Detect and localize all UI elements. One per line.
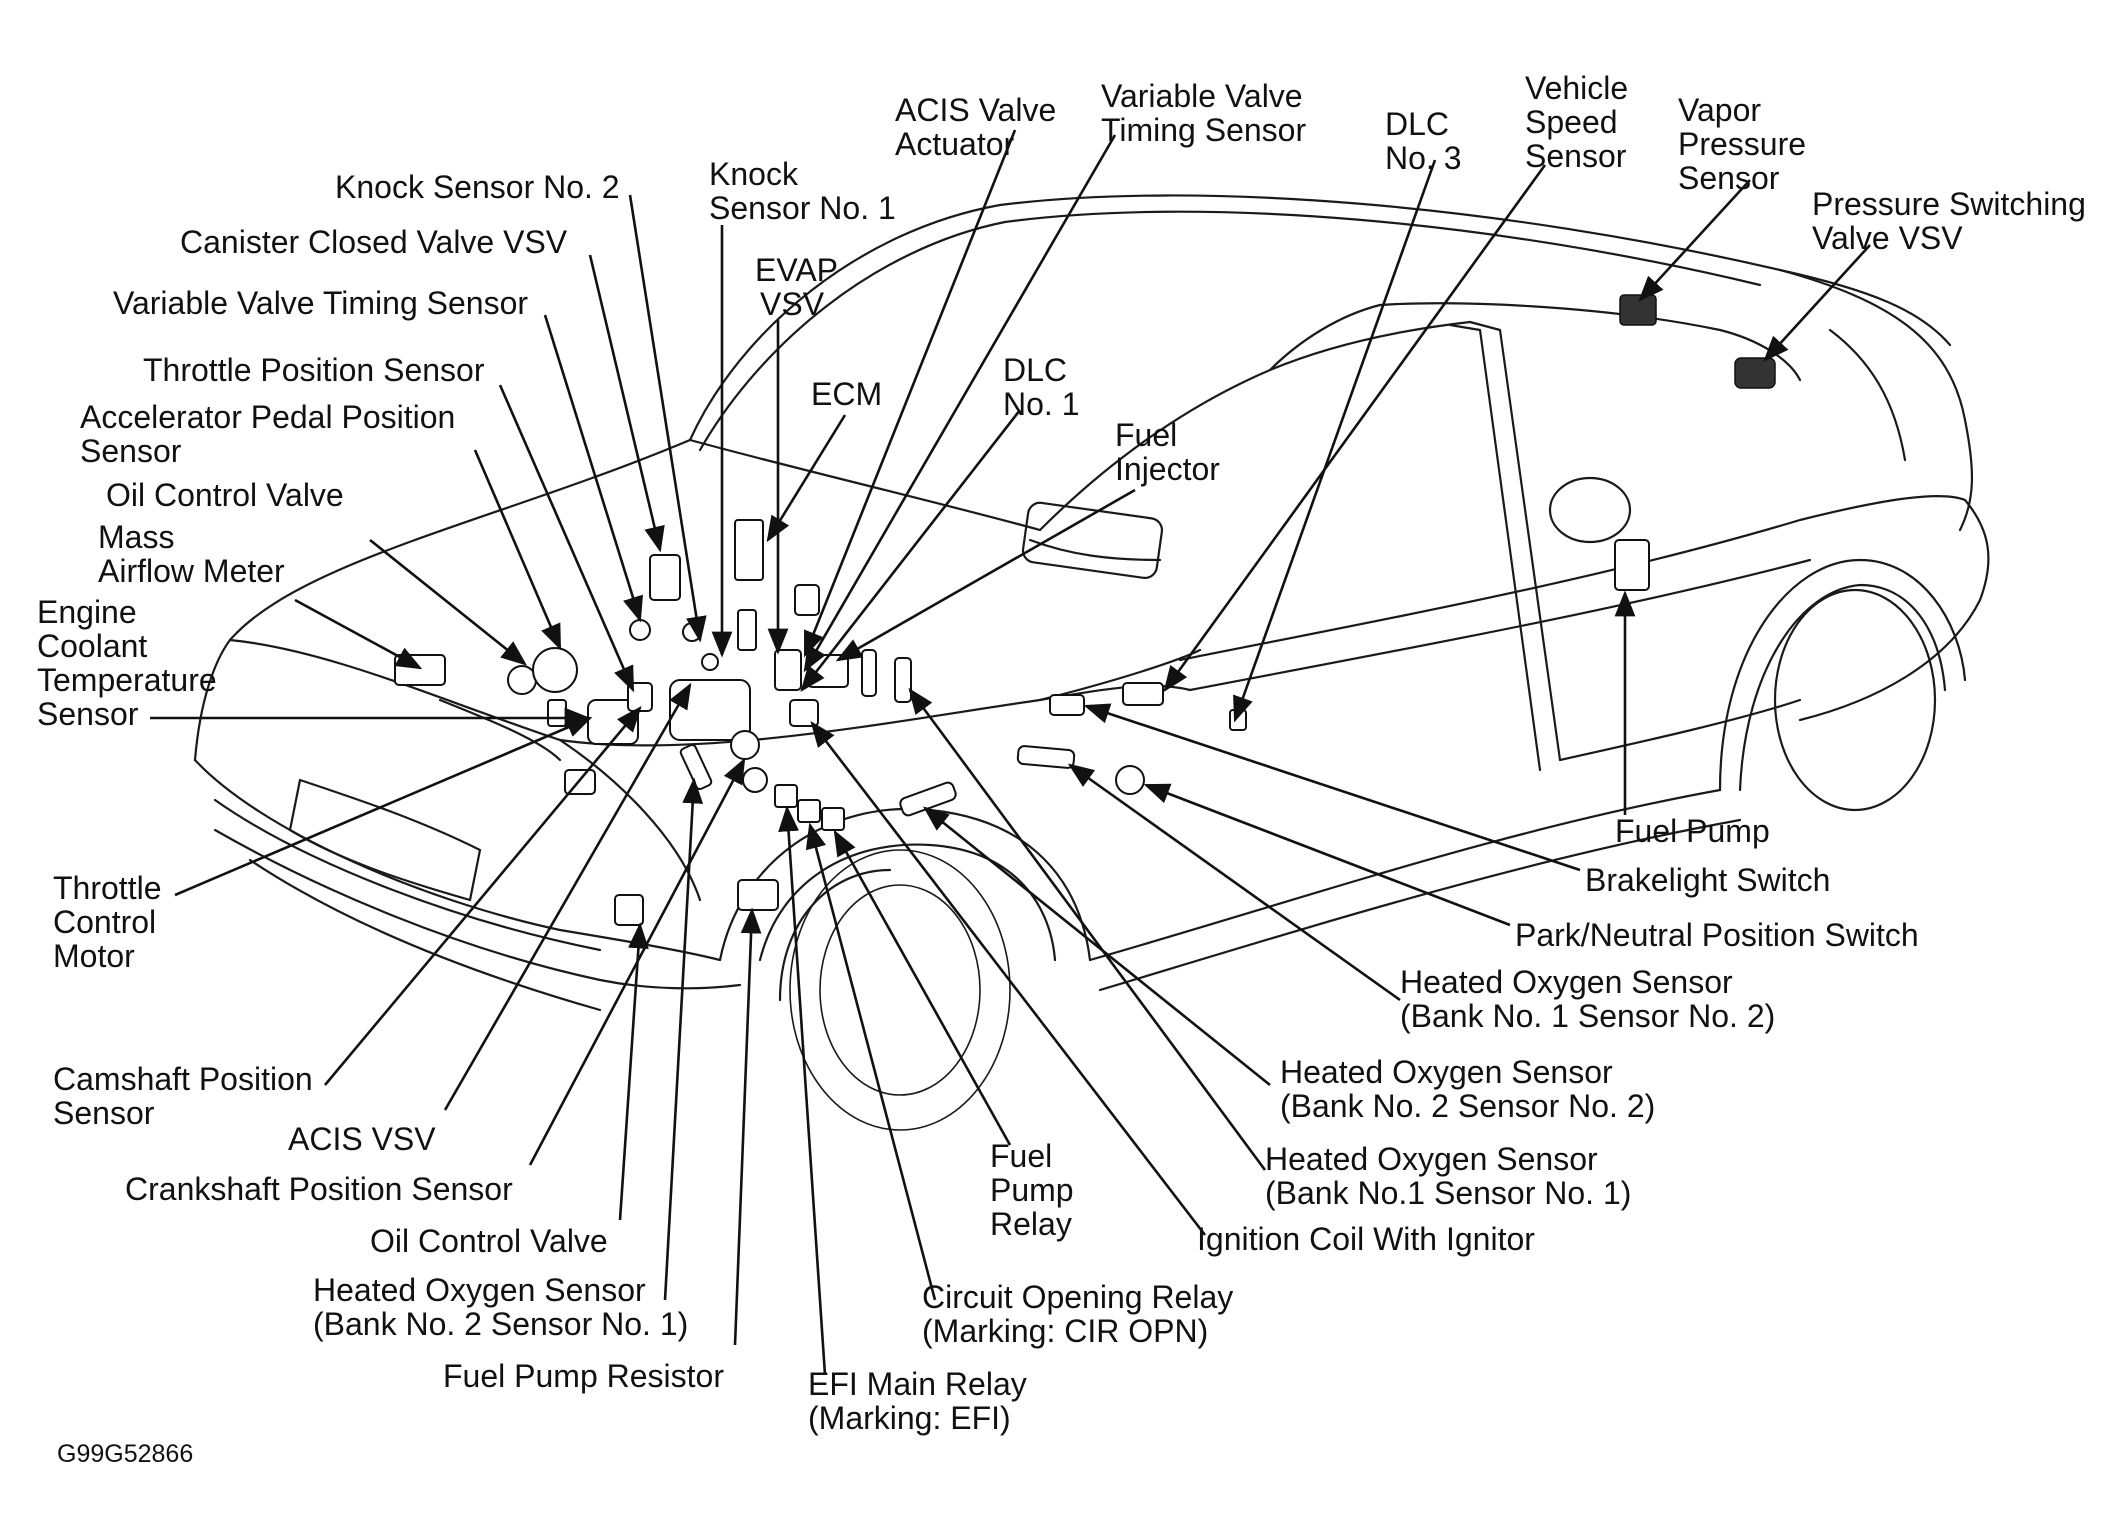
camshaft-position-sensor-part xyxy=(730,730,760,760)
label-hos-b2s1: Heated Oxygen Sensor (Bank No. 2 Sensor … xyxy=(313,1272,688,1342)
hos-b2s1-part xyxy=(679,743,713,791)
label-efi-main-relay: EFI Main Relay (Marking: EFI) xyxy=(808,1366,1036,1436)
label-acis-valve-actuator: ACIS Valve Actuator xyxy=(895,92,1065,162)
figure-id: G99G52866 xyxy=(57,1440,193,1468)
canister-closed-vsv-part xyxy=(649,554,681,601)
label-vvt-sensor-top: Variable Valve Timing Sensor xyxy=(1101,78,1311,148)
label-fuel-injector: Fuel Injector xyxy=(1115,417,1220,487)
crankshaft-position-sensor-part xyxy=(742,767,768,793)
vapor-pressure-sensor-part xyxy=(1619,294,1657,326)
label-hos-b1s1: Heated Oxygen Sensor (Bank No.1 Sensor N… xyxy=(1265,1141,1631,1211)
label-knock-sensor-2: Knock Sensor No. 2 xyxy=(335,169,620,205)
car-body-outline xyxy=(193,194,1990,1131)
label-circuit-opening-relay: Circuit Opening Relay (Marking: CIR OPN) xyxy=(922,1279,1242,1349)
label-vehicle-speed-sensor: Vehicle Speed Sensor xyxy=(1525,70,1637,174)
efi-main-relay-part xyxy=(774,784,798,808)
fuel-injector-part xyxy=(861,649,877,697)
label-crankshaft-position-sensor: Crankshaft Position Sensor xyxy=(125,1171,513,1207)
label-acis-vsv: ACIS VSV xyxy=(288,1121,436,1157)
label-ecm: ECM xyxy=(811,376,882,412)
label-canister-closed-vsv: Canister Closed Valve VSV xyxy=(180,224,568,260)
fuel-pump-relay-part xyxy=(821,807,845,831)
label-oil-control-valve-top: Oil Control Valve xyxy=(106,477,344,513)
fuel-pump-part xyxy=(1614,539,1650,591)
engine-coolant-sensor-part xyxy=(547,699,567,727)
label-oil-control-valve-bottom: Oil Control Valve xyxy=(370,1223,608,1259)
dlc1-part xyxy=(807,654,849,688)
label-fuel-pump-relay: Fuel Pump Relay xyxy=(990,1138,1082,1242)
fuel-pump-resistor-part xyxy=(737,879,779,911)
brakelight-switch-part xyxy=(1049,694,1085,716)
ecm-part xyxy=(734,519,764,581)
pressure-switching-vsv-part xyxy=(1734,357,1776,389)
intake-plenum-part xyxy=(669,679,751,741)
accelerator-pedal-sensor-part xyxy=(532,647,578,693)
hos-b1s1-part xyxy=(894,657,912,703)
oil-control-valve-part xyxy=(507,665,537,695)
label-engine-coolant-temp-sensor: Engine Coolant Temperature Sensor xyxy=(37,594,226,732)
callout-labels: ACIS Valve Actuator Variable Valve Timin… xyxy=(37,70,2095,1468)
label-vapor-pressure-sensor: Vapor Pressure Sensor xyxy=(1678,92,1815,196)
acis-valve-actuator-part xyxy=(794,584,820,616)
component-glyphs xyxy=(394,294,1776,926)
label-throttle-control-motor: Throttle Control Motor xyxy=(53,870,170,974)
label-evap-vsv: EVAP VSV xyxy=(755,252,846,322)
label-dlc3: DLC No. 3 xyxy=(1385,106,1461,176)
dlc3-part xyxy=(1122,682,1164,706)
label-knock-sensor-1: Knock Sensor No. 1 xyxy=(709,156,896,226)
label-throttle-position-sensor: Throttle Position Sensor xyxy=(143,352,485,388)
label-park-neutral-switch: Park/Neutral Position Switch xyxy=(1515,917,1919,953)
park-neutral-switch-part xyxy=(1115,765,1145,795)
label-fuel-pump-resistor: Fuel Pump Resistor xyxy=(443,1358,724,1394)
evap-vsv-part xyxy=(737,609,757,651)
label-camshaft-position-sensor: Camshaft Position Sensor xyxy=(53,1061,322,1131)
label-fuel-pump: Fuel Pump xyxy=(1615,813,1770,849)
label-dlc1: DLC No. 1 xyxy=(1003,352,1079,422)
label-ignition-coil: Ignition Coil With Ignitor xyxy=(1197,1221,1535,1257)
label-accelerator-pedal-sensor: Accelerator Pedal Position Sensor xyxy=(80,399,464,469)
leader-arrows xyxy=(150,129,1871,1376)
label-brakelight-switch: Brakelight Switch xyxy=(1585,862,1830,898)
oil-control-valve-2-part xyxy=(614,894,644,926)
label-vvt-sensor-left: Variable Valve Timing Sensor xyxy=(113,285,528,321)
ignition-coil-part xyxy=(789,699,819,727)
acis-vsv-part xyxy=(774,649,802,691)
hos-b1s2-part xyxy=(1016,745,1076,769)
label-pressure-switching-vsv: Pressure Switching Valve VSV xyxy=(1812,186,2095,256)
label-hos-b1s2: Heated Oxygen Sensor (Bank No. 1 Sensor … xyxy=(1400,964,1775,1034)
label-mass-airflow-meter: Mass Airflow Meter xyxy=(98,519,285,589)
knock-sensor-2-part xyxy=(629,619,651,641)
circuit-opening-relay-part xyxy=(797,799,821,823)
label-hos-b2s2: Heated Oxygen Sensor (Bank No. 2 Sensor … xyxy=(1280,1054,1655,1124)
knock-sensor-1-part xyxy=(701,653,719,671)
